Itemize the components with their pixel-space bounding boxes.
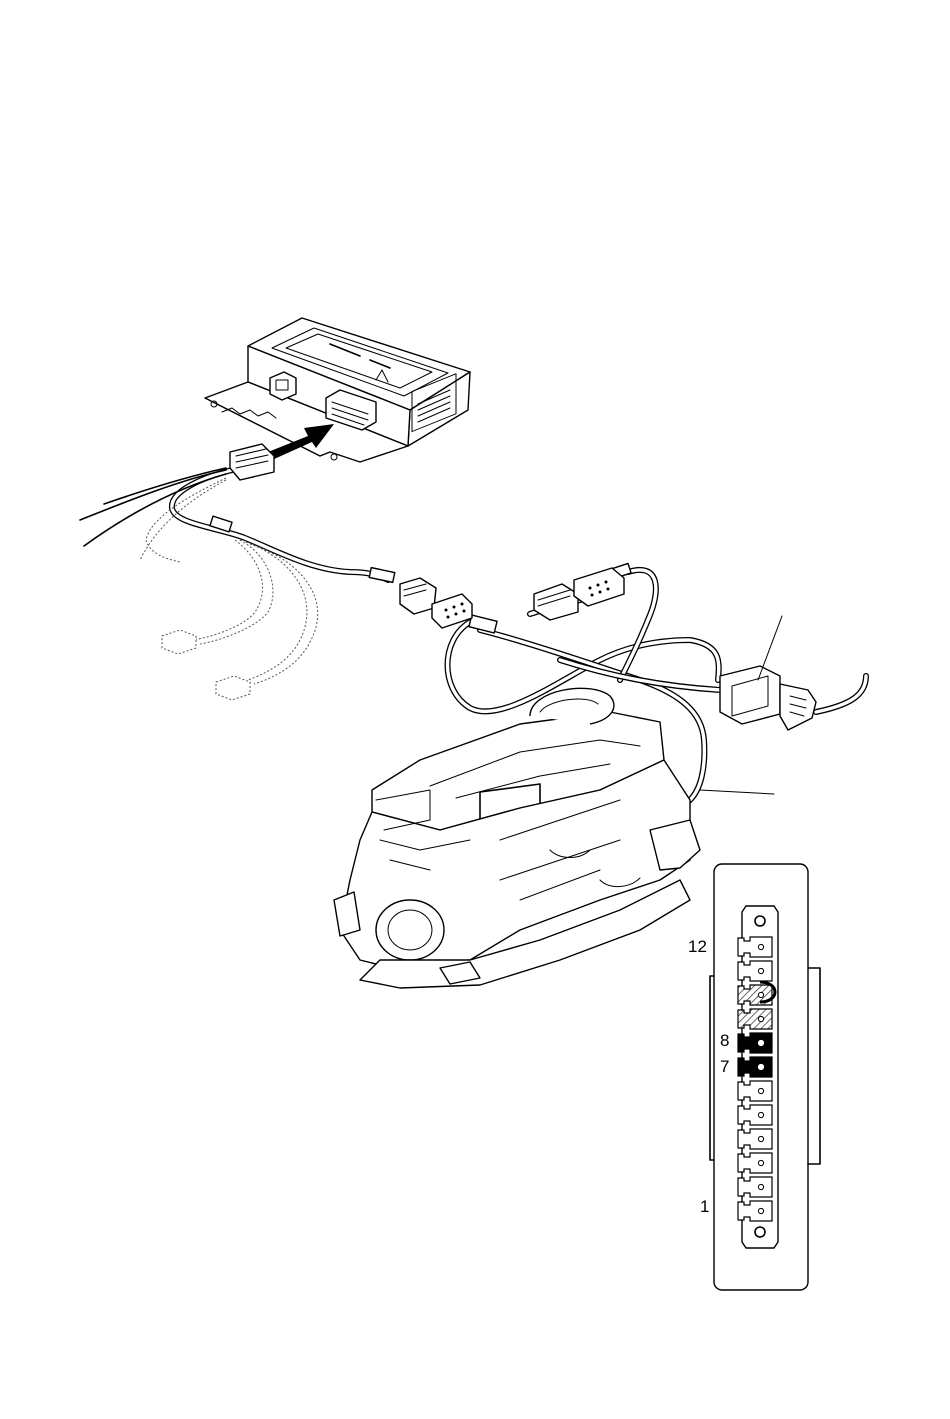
- pin-slot-2: [738, 1177, 772, 1197]
- pin-slot-12: [738, 937, 772, 957]
- pin-slot-7: [738, 1057, 772, 1077]
- pin-1-label: 1: [700, 1197, 709, 1216]
- pin-12-label: 12: [688, 937, 707, 956]
- pin-slot-8: [738, 1033, 772, 1053]
- pin-slot-9: [738, 1009, 772, 1029]
- small-socket: [270, 372, 296, 400]
- pin-slot-11: [738, 961, 772, 981]
- pin-slot-10: [738, 982, 775, 1005]
- harness-connector: [534, 584, 578, 620]
- sensor-plug: [216, 676, 250, 700]
- harness-connector: [400, 578, 436, 614]
- harness-plug: [230, 444, 274, 480]
- pin-8-label: 8: [720, 1031, 729, 1050]
- harness-connector: [574, 568, 624, 606]
- pin-slot-6: [738, 1081, 772, 1101]
- pin-7-label: 7: [720, 1057, 729, 1076]
- pin-slot-4: [738, 1129, 772, 1149]
- control-unit: [205, 318, 470, 462]
- pinout-side-tab: [808, 968, 820, 1164]
- pin-slot-5: [738, 1105, 772, 1125]
- connector-pinout: 12 8 7 1: [688, 864, 820, 1290]
- leader-line: [700, 790, 774, 794]
- engine-block: [334, 688, 700, 988]
- pin-slot-3: [738, 1153, 772, 1173]
- pin-slot-1: [738, 1201, 772, 1221]
- sleeve: [469, 615, 497, 633]
- bus-connector: [720, 666, 816, 730]
- sleeve: [369, 568, 395, 583]
- sensor-plug: [162, 630, 196, 654]
